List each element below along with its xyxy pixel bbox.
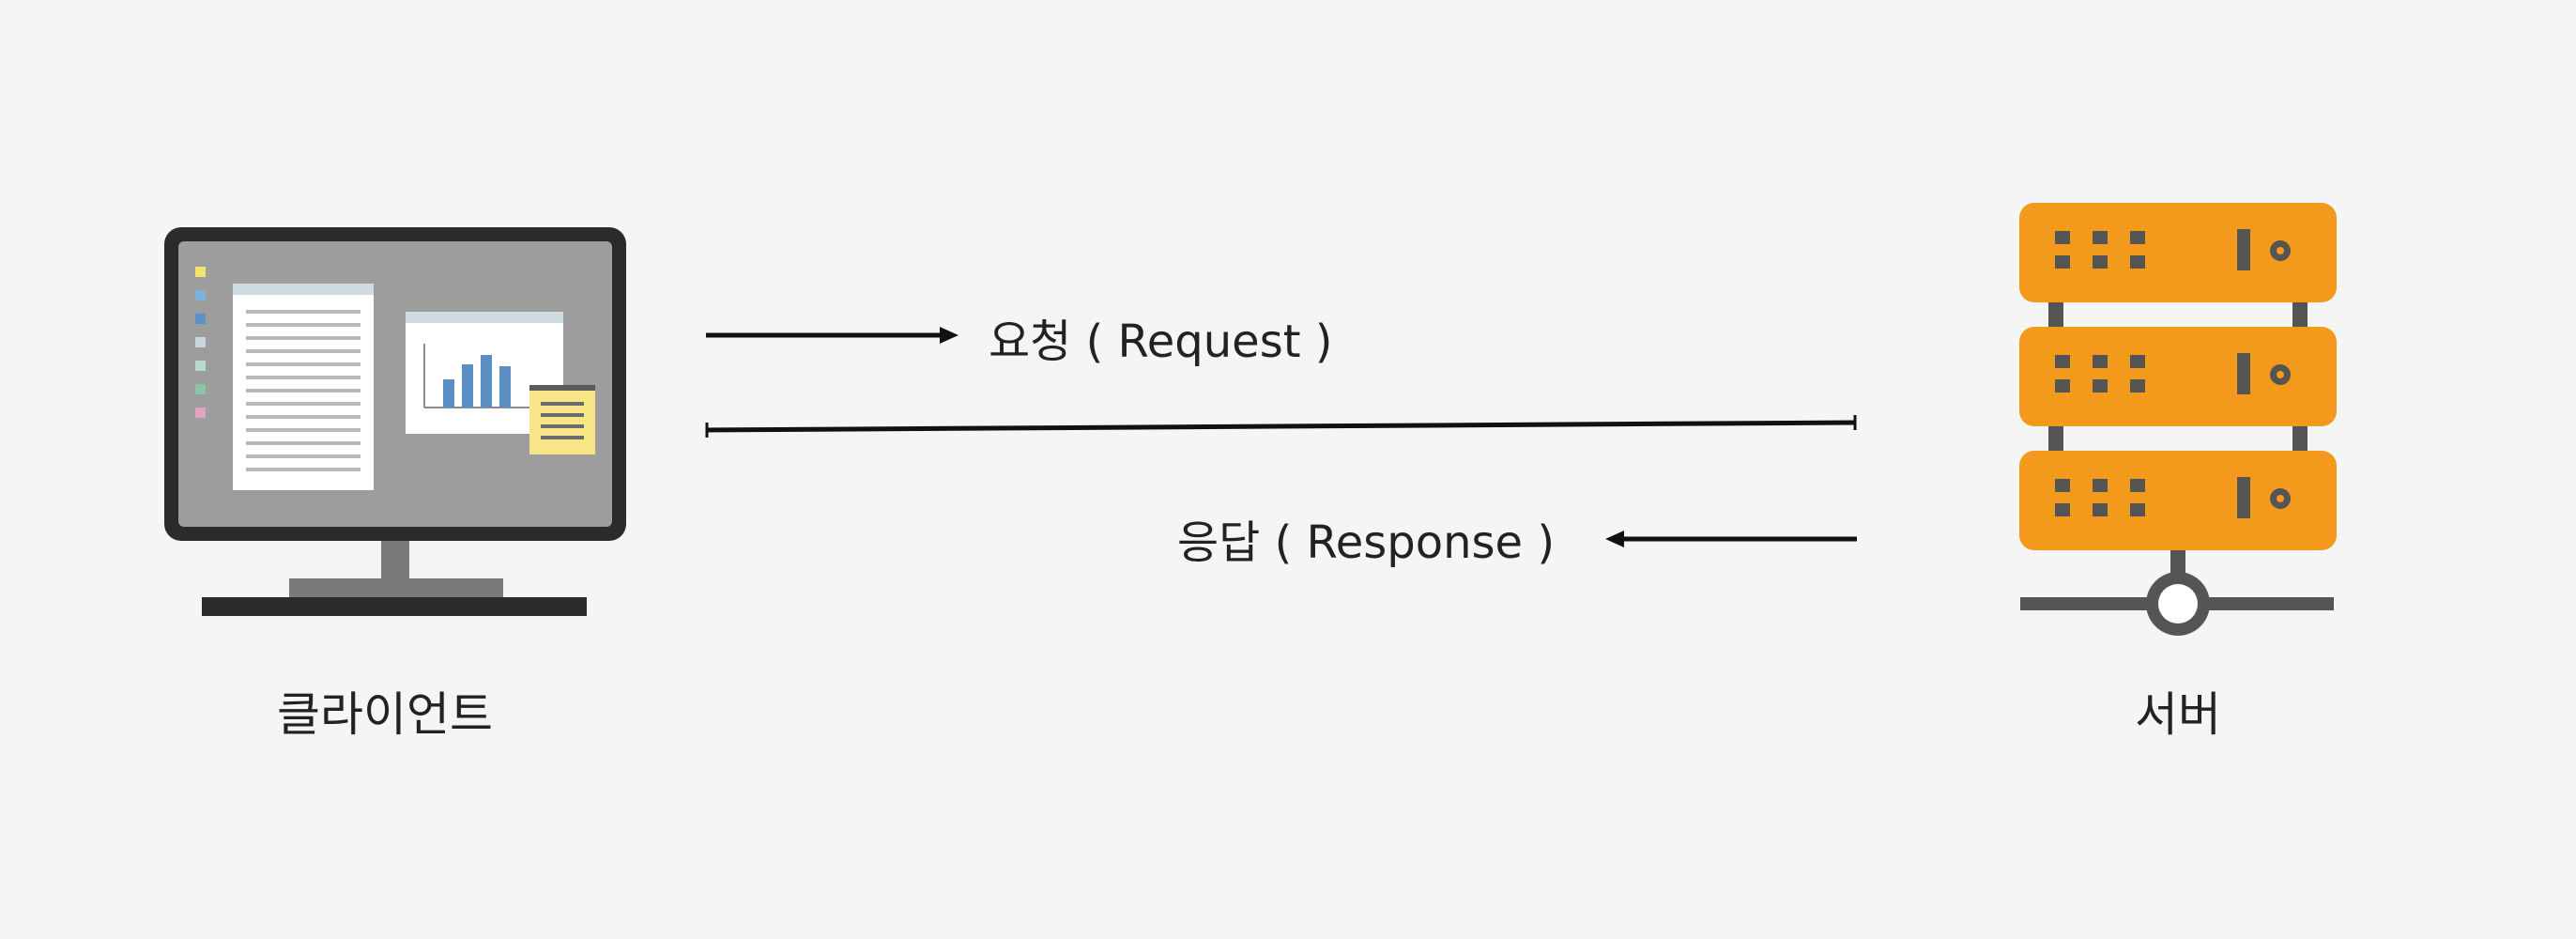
client-label: 클라이언트 (277, 687, 493, 742)
request-arrow (706, 327, 958, 344)
connection-line (705, 415, 1857, 438)
response-label: 응답 ( Response ) (1177, 516, 1556, 569)
server-label: 서버 (2135, 687, 2221, 742)
server-rack-icon (2019, 203, 2337, 636)
response-arrow (1605, 531, 1857, 547)
request-label: 요청 ( Request ) (989, 316, 1333, 368)
desktop-monitor-icon (164, 227, 626, 616)
